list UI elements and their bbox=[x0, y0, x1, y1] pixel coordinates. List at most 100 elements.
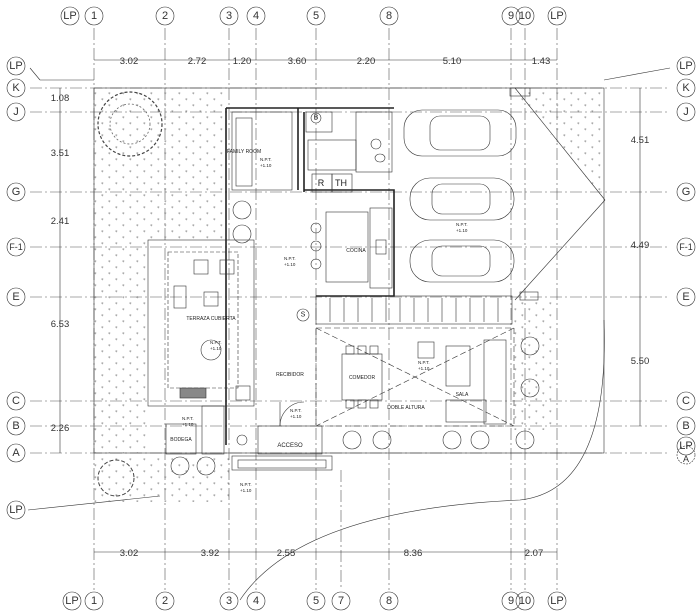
car-3 bbox=[409, 239, 515, 283]
axis-right-f1: F-1 bbox=[679, 242, 693, 252]
dimension-lines bbox=[59, 59, 641, 553]
dimensions-left: 1.08 3.51 2.41 6.53 2.26 bbox=[51, 93, 70, 434]
dim-bottom: 3.02 bbox=[120, 548, 139, 559]
room-recibidor: RECIBIDOR bbox=[276, 372, 304, 378]
axis-right-c: C bbox=[682, 395, 690, 407]
fixture-th: TH bbox=[335, 178, 347, 188]
npt-hall: N.P.T. +1.10 bbox=[284, 256, 296, 267]
npt-entrance: N.P.T. +1.10 bbox=[290, 408, 302, 419]
car-1 bbox=[403, 109, 517, 157]
dim-bottom: 3.92 bbox=[201, 548, 220, 559]
axis-top-9: 9 bbox=[508, 10, 514, 22]
svg-text:N.P.T.: N.P.T. bbox=[240, 482, 252, 487]
dim-left: 1.08 bbox=[51, 93, 70, 104]
svg-text:N.P.T.: N.P.T. bbox=[290, 408, 302, 413]
dim-top: 3.02 bbox=[120, 56, 139, 67]
axis-bottom-5: 5 bbox=[313, 595, 319, 607]
dim-top: 1.43 bbox=[532, 56, 551, 67]
axis-top-1: 1 bbox=[91, 10, 97, 22]
axis-bottom-4: 4 bbox=[253, 595, 259, 607]
axis-bottom-9: 9 bbox=[508, 595, 514, 607]
room-family: FAMILY ROOM bbox=[227, 149, 261, 155]
svg-text:+1.10: +1.10 bbox=[210, 346, 222, 351]
svg-text:+1.10: +1.10 bbox=[290, 414, 302, 419]
axis-left-k: K bbox=[12, 82, 20, 94]
axis-left-g: G bbox=[12, 186, 21, 198]
axis-right-k: K bbox=[682, 82, 690, 94]
axis-left-lp-top: LP bbox=[9, 60, 22, 72]
axis-right-e: E bbox=[682, 291, 689, 303]
axis-right-lp-top: LP bbox=[679, 60, 692, 72]
fixture-b: B bbox=[314, 115, 319, 122]
axis-left-lp-bottom: LP bbox=[9, 504, 22, 516]
dim-top: 2.20 bbox=[357, 56, 376, 67]
npt-exterior: N.P.T. +1.10 bbox=[240, 482, 252, 493]
npt-kitchen: N.P.T. +1.10 bbox=[456, 222, 468, 233]
axis-bottom-1: 1 bbox=[91, 595, 97, 607]
dim-left: 2.26 bbox=[51, 423, 70, 434]
dim-top: 2.72 bbox=[188, 56, 207, 67]
axis-bottom-8: 8 bbox=[386, 595, 392, 607]
site-boundary bbox=[93, 87, 606, 454]
svg-text:N.P.T.: N.P.T. bbox=[284, 256, 296, 261]
room-comedor: COMEDOR bbox=[349, 375, 376, 381]
room-labels: FAMILY ROOM TERRAZA CUBIERTA COCINA COME… bbox=[170, 149, 469, 449]
axis-left-a: A bbox=[12, 447, 20, 459]
plants bbox=[97, 91, 540, 497]
axis-labels-right: LP K J G F-1 E C B LP A bbox=[676, 56, 696, 465]
garage-cars bbox=[403, 109, 517, 283]
axis-bottom-2: 2 bbox=[162, 595, 168, 607]
dim-right: 5.50 bbox=[631, 356, 650, 367]
room-doble-altura: DOBLE ALTURA bbox=[387, 405, 425, 411]
dim-right: 4.51 bbox=[631, 135, 650, 146]
stair-steps bbox=[329, 298, 499, 322]
svg-text:+1.10: +1.10 bbox=[456, 228, 468, 233]
axis-top-2: 2 bbox=[162, 10, 168, 22]
dim-left: 2.41 bbox=[51, 216, 70, 227]
fixture-r: R bbox=[318, 178, 325, 188]
axis-right-g: G bbox=[682, 186, 691, 198]
dim-bottom: 2.55 bbox=[277, 548, 296, 559]
axis-bottom-lp-right: LP bbox=[550, 595, 563, 607]
axis-labels-left: LP K J G F-1 E C B A LP bbox=[6, 56, 26, 520]
axis-labels-top: LP 1 2 3 4 5 8 9 10 LP bbox=[60, 6, 567, 26]
dim-top: 1.20 bbox=[233, 56, 252, 67]
axis-left-f1: F-1 bbox=[9, 242, 23, 252]
svg-text:N.P.T.: N.P.T. bbox=[418, 360, 430, 365]
axis-left-c: C bbox=[12, 395, 20, 407]
room-acceso: ACCESO bbox=[277, 443, 303, 449]
axis-top-lp-left: LP bbox=[63, 10, 76, 22]
dimensions-right: 4.51 4.49 5.50 bbox=[631, 135, 650, 367]
axis-bottom-lp-left: LP bbox=[65, 595, 78, 607]
axis-bottom-10: 10 bbox=[519, 595, 531, 607]
axis-top-5: 5 bbox=[313, 10, 319, 22]
svg-text:N.P.T.: N.P.T. bbox=[260, 157, 272, 162]
building-walls bbox=[147, 107, 515, 471]
axis-top-3: 3 bbox=[226, 10, 232, 22]
tree-icon bbox=[97, 91, 163, 157]
axis-left-b: B bbox=[12, 420, 19, 432]
axis-bottom-3: 3 bbox=[226, 595, 232, 607]
axis-labels-bottom: LP 1 2 3 4 5 7 8 9 10 LP bbox=[62, 591, 567, 611]
axis-left-e: E bbox=[12, 291, 19, 303]
axis-bottom-7: 7 bbox=[338, 595, 344, 607]
axis-left-j: J bbox=[13, 106, 19, 118]
level-markers: N.P.T. +1.10 N.P.T. +1.10 N.P.T. +1.10 N… bbox=[182, 157, 468, 493]
dim-top: 5.10 bbox=[443, 56, 462, 67]
npt-terraza: N.P.T. +1.10 bbox=[210, 340, 222, 351]
stair-symbol: S bbox=[301, 312, 306, 319]
dim-bottom: 2.07 bbox=[525, 548, 544, 559]
dimensions-top: 3.02 2.72 1.20 3.60 2.20 5.10 1.43 bbox=[120, 56, 551, 67]
axis-top-lp-right: LP bbox=[550, 10, 563, 22]
axis-top-4: 4 bbox=[253, 10, 259, 22]
svg-text:+1.10: +1.10 bbox=[240, 488, 252, 493]
axis-right-b: B bbox=[682, 420, 689, 432]
svg-text:+1.10: +1.10 bbox=[182, 422, 194, 427]
svg-text:N.P.T.: N.P.T. bbox=[210, 340, 222, 345]
dimensions-bottom: 3.02 3.92 2.55 8.36 2.07 bbox=[120, 548, 544, 559]
palm-icon bbox=[97, 459, 135, 497]
axis-top-10: 10 bbox=[519, 10, 531, 22]
svg-text:N.P.T.: N.P.T. bbox=[456, 222, 468, 227]
garden-areas bbox=[94, 88, 605, 502]
